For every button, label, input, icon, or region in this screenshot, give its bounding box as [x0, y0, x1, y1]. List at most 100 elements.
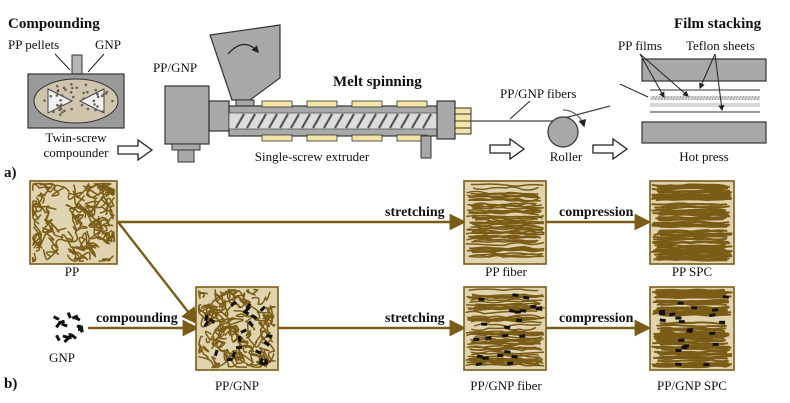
film-hatch: [714, 95, 718, 101]
fiber-strand: [253, 313, 271, 335]
fiber-strand: [651, 209, 726, 213]
heater-band: [261, 100, 293, 108]
film-hatch: [666, 95, 670, 101]
gnp-platelet: [678, 338, 685, 342]
fiber-strand: [659, 321, 726, 326]
gnp-platelet: [691, 306, 698, 310]
pellet-dot: [49, 94, 53, 98]
panel-b-label: b): [4, 376, 17, 392]
fiber-strand: [93, 183, 106, 190]
gnp-platelet: [264, 358, 269, 365]
gnp-platelet: [686, 329, 693, 334]
gnp-platelet: [478, 297, 485, 302]
gnp-platelet: [473, 337, 480, 342]
fiber-strand: [197, 304, 211, 325]
panel-a-label: a): [4, 165, 17, 181]
heater-band: [351, 100, 383, 108]
fiber-strand: [211, 336, 224, 350]
fiber-strand: [90, 190, 109, 214]
fiber-strand: [656, 189, 731, 193]
gnp-platelet: [235, 345, 243, 350]
heater-band: [351, 134, 383, 142]
pellet-dot: [61, 111, 64, 114]
fiber-strand: [81, 230, 92, 249]
gnp-platelet: [254, 349, 262, 355]
fiber-strand: [67, 184, 85, 202]
fiber-strand: [469, 344, 537, 349]
gnp-platelet: [511, 354, 518, 359]
compounding-title: Compounding: [8, 16, 100, 32]
fiber-strand: [263, 315, 276, 326]
gnp-platelet: [485, 336, 492, 340]
fiber-strand: [55, 230, 74, 249]
hot-press-label: Hot press: [679, 149, 728, 164]
film-hatch: [654, 95, 658, 101]
gnp-platelet: [675, 362, 682, 367]
pellet-dot: [56, 84, 59, 88]
motor-box: [164, 85, 210, 145]
fiber-strand: [653, 253, 729, 257]
screw-flight: [246, 113, 256, 129]
pp-films-label: PP films: [618, 38, 662, 53]
fiber-strand: [651, 345, 730, 349]
gnp-platelet: [231, 351, 236, 358]
pellet-dot: [92, 99, 96, 103]
fiber-strand: [69, 207, 85, 222]
gnp-platelet: [66, 311, 72, 319]
fiber-strand: [469, 235, 540, 240]
gnp-platelet: [514, 310, 521, 314]
fiber-strand: [72, 249, 91, 260]
fiber-strand: [31, 205, 42, 221]
film-hatch: [750, 95, 754, 101]
fiber-strand: [475, 217, 538, 222]
film-hatch: [744, 95, 748, 101]
pellet-dot: [93, 103, 96, 106]
fiber-strand: [223, 349, 251, 367]
gnp-platelet: [226, 357, 233, 362]
gnp-platelet: [245, 302, 252, 310]
fiber-strand: [655, 216, 727, 221]
gnp-platelet: [263, 340, 271, 347]
fiber-strand: [467, 315, 545, 320]
fiber-strand: [658, 218, 724, 222]
fiber-strand: [205, 306, 221, 322]
film-hatch: [663, 95, 667, 101]
pp-gnp-spc-label: PP/GNP SPC: [657, 378, 727, 393]
pellet-dot: [58, 113, 62, 116]
fiber-strand: [71, 246, 93, 252]
fiber-strand: [84, 195, 105, 209]
screw-flight: [345, 113, 355, 129]
film-hatch: [726, 95, 730, 101]
fiber-strand: [226, 316, 244, 326]
gnp-label-b: GNP: [49, 350, 75, 365]
fiber-strand: [105, 197, 115, 217]
fiber-strand: [472, 206, 544, 210]
fiber-strand: [657, 197, 724, 201]
gnp-platelet: [55, 334, 61, 342]
pp-gnp-fiber-label: PP/GNP fiber: [470, 378, 542, 393]
gnp-platelet: [52, 315, 60, 321]
pellet-dot: [86, 107, 90, 111]
pp-gnp-fiber-box: [463, 286, 547, 371]
gnp-platelet: [240, 328, 248, 334]
gnp-platelet: [208, 317, 216, 325]
screw-flight: [411, 113, 421, 129]
fiber-strand: [651, 183, 726, 187]
screw-flight: [367, 113, 377, 129]
heater-band: [306, 100, 338, 108]
gnp-platelet: [677, 301, 684, 305]
fiber-strand: [657, 358, 729, 363]
film-hatch: [747, 95, 751, 101]
gnp-platelet: [70, 333, 77, 340]
fiber-strand: [472, 186, 539, 191]
pointer-pellets: [54, 53, 71, 71]
gnp-platelet: [203, 320, 210, 328]
film-hatch: [705, 95, 709, 101]
gnp-platelet: [502, 333, 509, 338]
pellet-dot: [101, 110, 104, 113]
fiber-strand: [74, 216, 88, 230]
fiber-strand: [247, 335, 271, 348]
pellet-dot: [80, 103, 84, 107]
roller-label: Roller: [550, 149, 583, 164]
gnp-platelet: [266, 334, 273, 338]
